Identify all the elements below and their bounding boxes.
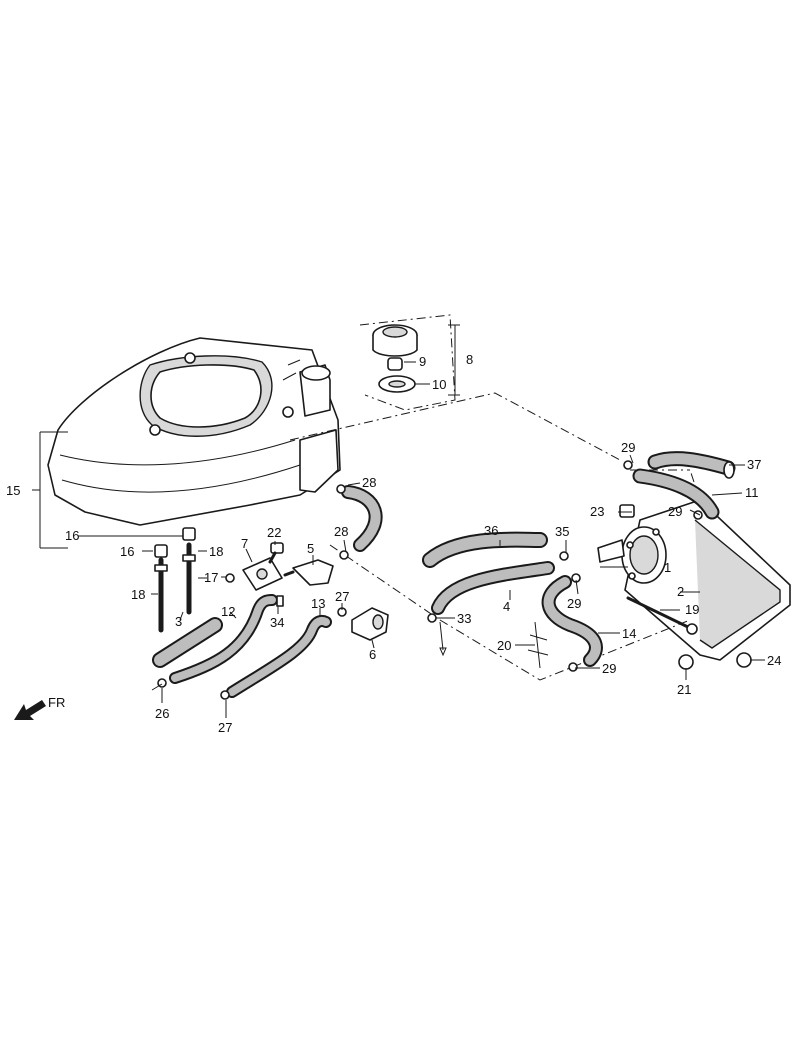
fuel-fittings[interactable] bbox=[225, 542, 389, 641]
callout-5: 5 bbox=[307, 541, 314, 556]
callout-29a: 29 bbox=[621, 440, 635, 455]
callout-7: 7 bbox=[241, 536, 248, 551]
callout-15: 15 bbox=[6, 483, 20, 498]
callout-18a: 18 bbox=[209, 544, 223, 559]
callout-19: 19 bbox=[685, 602, 699, 617]
callout-numbers: 1 2 3 4 5 6 7 8 9 10 11 12 13 14 15 16 1… bbox=[6, 352, 781, 735]
callout-22: 22 bbox=[267, 525, 281, 540]
callout-13: 13 bbox=[311, 596, 325, 611]
callout-16a: 16 bbox=[65, 528, 79, 543]
fuel-hoses[interactable] bbox=[152, 451, 736, 698]
front-direction-arrow: FR bbox=[14, 695, 65, 720]
callout-17: 17 bbox=[204, 570, 218, 585]
filler-cap[interactable] bbox=[359, 314, 456, 411]
callout-35: 35 bbox=[555, 524, 569, 539]
callout-36: 36 bbox=[484, 523, 498, 538]
callout-9: 9 bbox=[419, 354, 426, 369]
callout-16b: 16 bbox=[120, 544, 134, 559]
callout-2: 2 bbox=[677, 584, 684, 599]
callout-29c: 29 bbox=[567, 596, 581, 611]
callout-24: 24 bbox=[767, 653, 781, 668]
callout-37: 37 bbox=[747, 457, 761, 472]
callout-34: 34 bbox=[270, 615, 284, 630]
callout-26: 26 bbox=[155, 706, 169, 721]
callout-4: 4 bbox=[503, 599, 510, 614]
callout-1: 1 bbox=[664, 560, 671, 575]
callout-6: 6 bbox=[369, 647, 376, 662]
mounting-bolts[interactable] bbox=[154, 527, 196, 633]
callout-29d: 29 bbox=[602, 661, 616, 676]
callout-27a: 27 bbox=[335, 589, 349, 604]
callout-28a: 28 bbox=[362, 475, 376, 490]
fuel-strainer-assembly[interactable] bbox=[597, 499, 791, 670]
callout-21: 21 bbox=[677, 682, 691, 697]
callout-27b: 27 bbox=[218, 720, 232, 735]
callout-18b: 18 bbox=[131, 587, 145, 602]
callout-8: 8 bbox=[466, 352, 473, 367]
callout-12: 12 bbox=[221, 604, 235, 619]
callout-28b: 28 bbox=[334, 524, 348, 539]
callout-10: 10 bbox=[432, 377, 446, 392]
callout-11: 11 bbox=[745, 485, 759, 500]
callout-3: 3 bbox=[175, 614, 182, 629]
callout-20: 20 bbox=[497, 638, 511, 653]
callout-29b: 29 bbox=[668, 504, 682, 519]
callout-33: 33 bbox=[457, 611, 471, 626]
fuel-tank[interactable] bbox=[47, 337, 341, 526]
direction-label: FR bbox=[48, 695, 65, 710]
callout-14: 14 bbox=[622, 626, 636, 641]
callout-23: 23 bbox=[590, 504, 604, 519]
leader-lines bbox=[142, 454, 765, 718]
